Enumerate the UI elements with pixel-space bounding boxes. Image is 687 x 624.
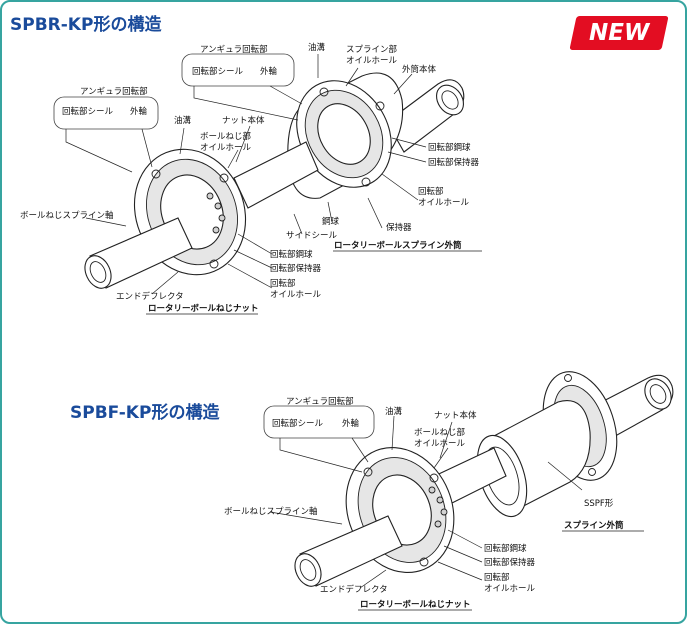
spbr-outer-left: 外輪 [130,106,148,117]
spbf-nut-body: ナット本体 [434,410,477,421]
spbf-outer: 外輪 [342,418,360,429]
spbr-seal-left: 回転部シール [62,106,114,117]
spbr-steel-ball: 鋼球 [322,216,340,227]
spbr-outer-body: 外筒本体 [402,64,437,75]
spbr-end-deflector: エンドデフレクタ [116,291,184,302]
spbr-rot-ball-left: 回転部鋼球 [270,249,313,260]
spbr-rot-oil-right-2: オイルホール [418,198,470,208]
spbr-spline-outer-caption: ロータリーボールスプライン外筒 [334,240,462,251]
spbr-bn-oil-2: オイルホール [200,143,252,153]
spbf-callouts [263,405,644,611]
spbr-angular-left: アンギュラ回転部 [80,86,148,97]
spbr-nut-body: ナット本体 [222,115,265,126]
spbr-assembly [84,72,465,289]
spbf-end-deflector: エンドデフレクタ [320,584,388,595]
spbr-nut-caption: ロータリーボールねじナット [148,303,259,314]
spbf-angular: アンギュラ回転部 [286,396,354,407]
spbf-assembly [294,371,674,587]
spbf-seal: 回転部シール [272,418,324,429]
spbr-side-seal: サイドシール [286,231,338,241]
spbr-ball-spline-shaft: ボールねじスプライン軸 [20,210,114,221]
spbr-shaft-right [386,79,465,153]
spbf-nut-caption: ロータリーボールねじナット [360,599,471,610]
spbr-angular-right: アンギュラ回転部 [200,44,268,55]
spbr-spline-oil-1: スプライン部 [346,44,398,55]
spbf-rot-ball: 回転部鋼球 [484,543,527,554]
spbf-ball-spline-shaft: ボールねじスプライン軸 [224,506,318,517]
spbr-outer-right: 外輪 [260,66,278,77]
spbf-rot-retainer: 回転部保持器 [484,557,536,568]
spbr-title: SPBR-KP形の構造 [10,15,162,35]
spbr-spline-oil-2: オイルホール [346,56,398,66]
spbr-bn-oil-1: ボールねじ部 [200,131,252,142]
spbf-rot-oil-2: オイルホール [484,584,536,594]
spbf-sspf: SSPF形 [584,499,614,509]
spbr-rot-retainer-right: 回転部保持器 [428,157,480,168]
spbr-oil-groove-top: 油溝 [308,42,326,53]
spbr-rot-oil-left-2: オイルホール [270,290,322,300]
spbr-rot-retainer-left: 回転部保持器 [270,263,322,274]
spbf-oil-groove: 油溝 [385,406,403,417]
spbr-rot-oil-left-1: 回転部 [270,278,296,289]
spbf-shaft-left [294,515,403,587]
spbr-oil-groove-left: 油溝 [174,115,192,126]
spbr-spline-outer-cylinder [287,72,404,199]
spbr-shaft-middle [233,141,319,209]
spbf-title: SPBF-KP形の構造 [70,403,220,423]
spbr-rot-oil-right-1: 回転部 [418,186,444,197]
spbr-retainer: 保持器 [386,222,412,233]
spbf-bn-oil-1: ボールねじ部 [414,427,466,438]
spbf-spline-outer-caption: スプライン外筒 [564,520,624,531]
spbr-seal-right: 回転部シール [192,66,244,77]
spbf-rot-oil-1: 回転部 [484,572,510,583]
spbr-shaft-left [84,217,193,289]
spbr-rot-ball-right: 回転部鋼球 [428,142,471,153]
spbr-callouts [53,53,482,315]
spbf-bn-oil-2: オイルホール [414,439,466,449]
